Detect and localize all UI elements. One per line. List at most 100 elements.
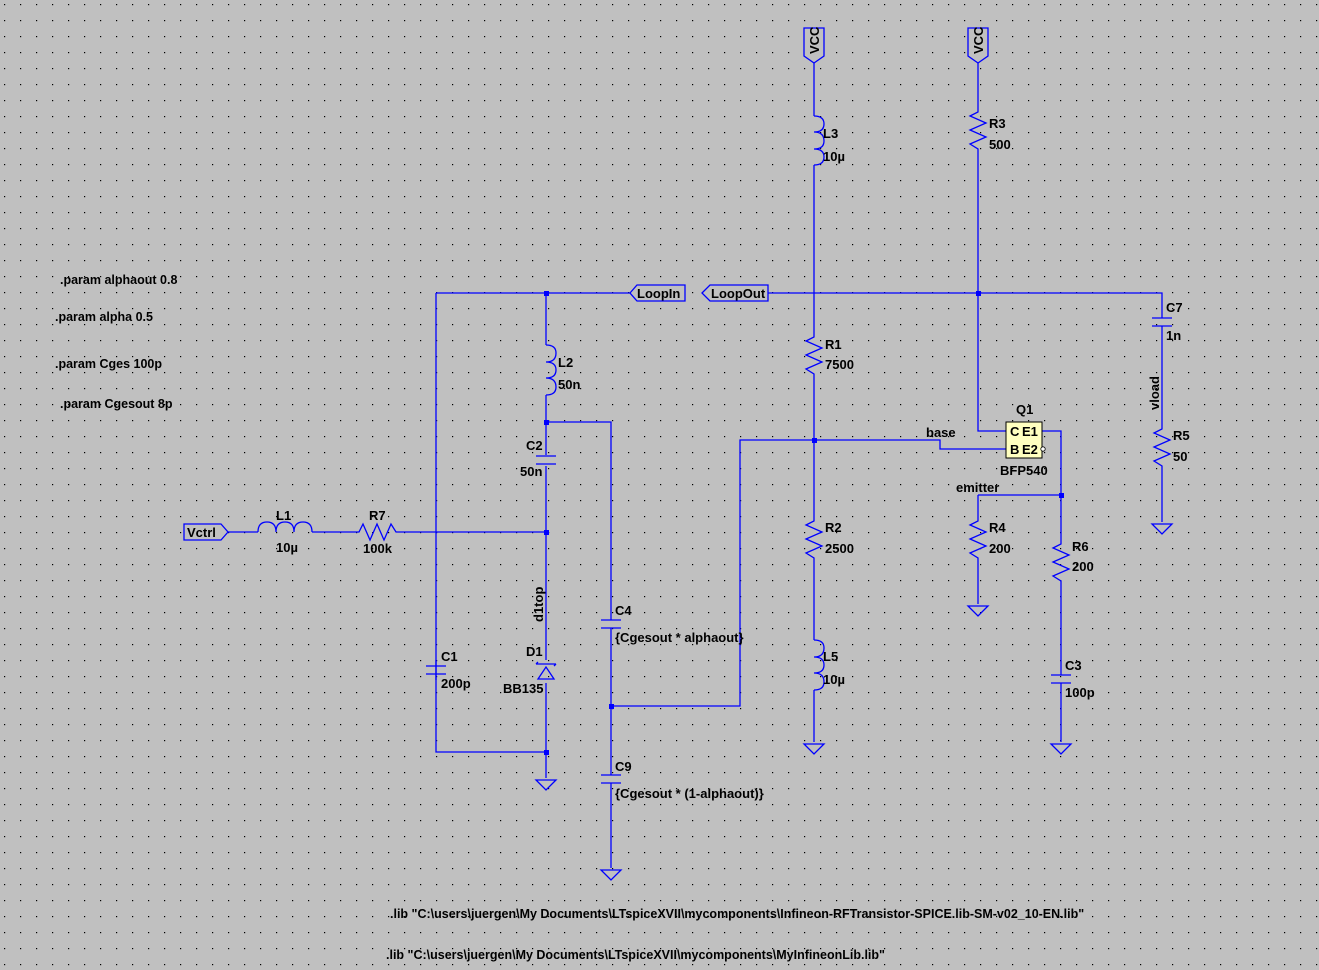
capacitor-c2[interactable]: C2 50n [520, 438, 556, 479]
capacitor-c1[interactable]: C1 200p [426, 649, 471, 691]
port-loopin[interactable]: LoopIn [629, 284, 686, 302]
port-loopin-label: LoopIn [637, 286, 680, 301]
q1-pin-b: B [1010, 442, 1019, 457]
d1-name: D1 [526, 644, 543, 659]
capacitor-icon [536, 455, 556, 465]
transistor-icon [1005, 421, 1043, 459]
inductor-icon [813, 115, 825, 166]
r4-value: 200 [989, 541, 1011, 556]
c7-value: 1n [1166, 328, 1181, 343]
directive-param-cgesout[interactable]: .param Cgesout 8p [60, 397, 173, 411]
c4-name: C4 [615, 603, 632, 618]
capacitor-icon [1051, 674, 1071, 684]
l5-name: L5 [823, 649, 838, 664]
capacitor-c7[interactable]: C7 1n [1152, 300, 1183, 343]
r1-name: R1 [825, 337, 842, 352]
inductor-icon [545, 344, 557, 396]
inductor-l5[interactable]: L5 10µ [813, 639, 845, 691]
r1-value: 7500 [825, 357, 854, 372]
net-label-emitter: emitter [956, 480, 999, 495]
port-vcc1[interactable]: VCC [803, 26, 825, 64]
l5-value: 10µ [823, 672, 845, 687]
port-loopout[interactable]: LoopOut [701, 284, 769, 302]
port-vcc2-label: VCC [971, 26, 986, 54]
resistor-r3[interactable]: R3 500 [968, 108, 1011, 157]
port-vctrl-label: Vctrl [187, 525, 216, 540]
ground-icon [534, 779, 558, 791]
directive-lib-myinfineon[interactable]: .lib "C:\users\juergen\My Documents\LTsp… [386, 948, 885, 962]
q1-pin-e1: E1 [1022, 424, 1038, 439]
inductor-l1[interactable]: L1 10µ [257, 508, 313, 555]
net-labels: base emitter vload d1top [531, 376, 1162, 622]
r4-name: R4 [989, 520, 1006, 535]
wires [228, 62, 1163, 868]
r7-value: 100k [363, 541, 393, 556]
net-label-base: base [926, 425, 956, 440]
ground-icon [966, 605, 990, 617]
resistor-icon [1051, 540, 1071, 585]
capacitor-c4[interactable]: C4 {Cgesout * alphaout} [601, 603, 744, 645]
resistor-r1[interactable]: R1 7500 [804, 333, 854, 378]
directive-param-alpha[interactable]: .param alpha 0.5 [55, 310, 153, 324]
junctions [544, 291, 1064, 755]
spice-directives[interactable]: .param alphaout 0.8 .param alpha 0.5 .pa… [55, 273, 1084, 962]
resistor-icon [355, 522, 400, 542]
ground-icon [1150, 523, 1174, 535]
l1-name: L1 [276, 508, 291, 523]
inductor-l3[interactable]: L3 10µ [813, 115, 845, 166]
l2-name: L2 [558, 355, 573, 370]
ground-icon [599, 869, 623, 881]
capacitor-icon [1152, 317, 1172, 327]
q1-name: Q1 [1016, 402, 1033, 417]
l3-value: 10µ [823, 149, 845, 164]
net-label-vload: vload [1147, 376, 1162, 410]
directive-lib-infineon-rf[interactable]: .lib "C:\users\juergen\My Documents\LTsp… [390, 907, 1084, 921]
r6-value: 200 [1072, 559, 1094, 574]
c1-value: 200p [441, 676, 471, 691]
directive-param-alphaout[interactable]: .param alphaout 0.8 [60, 273, 177, 287]
resistor-icon [804, 333, 824, 378]
inductor-icon [257, 521, 313, 533]
port-vctrl[interactable]: Vctrl [183, 523, 229, 541]
inductor-icon [813, 639, 825, 691]
resistor-r5[interactable]: R5 50 [1152, 425, 1190, 470]
l3-name: L3 [823, 126, 838, 141]
ground-symbols [534, 523, 1174, 881]
r3-value: 500 [989, 137, 1011, 152]
resistor-icon [968, 517, 988, 562]
port-vcc1-label: VCC [807, 26, 822, 54]
inductor-l2[interactable]: L2 50n [545, 344, 580, 396]
resistor-r2[interactable]: R2 2500 [804, 517, 854, 562]
c3-value: 100p [1065, 685, 1095, 700]
r6-name: R6 [1072, 539, 1089, 554]
d1-value: BB135 [503, 681, 543, 696]
capacitor-icon [601, 774, 621, 784]
transistor-q1[interactable]: C E1 B E2 Q1 BFP540 [1000, 402, 1048, 478]
c7-name: C7 [1166, 300, 1183, 315]
capacitor-icon [601, 619, 621, 629]
resistor-r4[interactable]: R4 200 [968, 517, 1011, 562]
l2-value: 50n [558, 377, 580, 392]
varactor-diode-icon [535, 661, 557, 680]
resistor-icon [804, 517, 824, 562]
port-vcc2[interactable]: VCC [967, 26, 989, 64]
c4-value: {Cgesout * alphaout} [615, 630, 744, 645]
capacitor-c9[interactable]: C9 {Cgesout * (1-alphaout)} [601, 759, 764, 801]
diode-d1[interactable]: D1 BB135 [503, 644, 557, 696]
q1-pin-c: C [1010, 424, 1020, 439]
resistor-r7[interactable]: R7 100k [355, 508, 400, 556]
r2-value: 2500 [825, 541, 854, 556]
c2-value: 50n [520, 464, 542, 479]
resistor-r6[interactable]: R6 200 [1051, 539, 1094, 585]
r2-name: R2 [825, 520, 842, 535]
capacitor-c3[interactable]: C3 100p [1051, 658, 1095, 700]
q1-value: BFP540 [1000, 463, 1048, 478]
directive-param-cges[interactable]: .param Cges 100p [55, 357, 162, 371]
ground-icon [1049, 743, 1073, 755]
resistor-icon [1152, 425, 1172, 470]
c9-name: C9 [615, 759, 632, 774]
c9-value: {Cgesout * (1-alphaout)} [615, 786, 764, 801]
net-label-d1top: d1top [531, 587, 546, 622]
